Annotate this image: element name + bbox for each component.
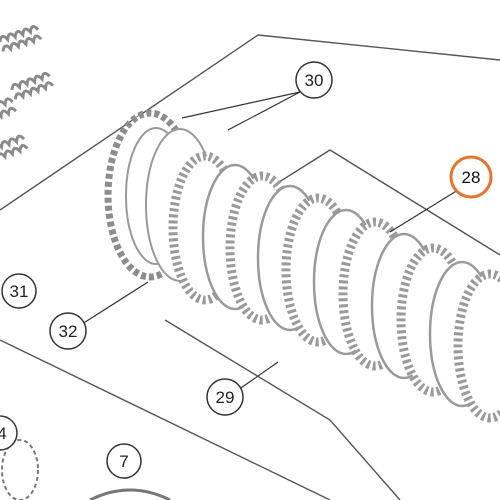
callout-32-label: 32 [59, 322, 78, 341]
callout-32: 32 [49, 312, 87, 350]
callout-31: 31 [1, 273, 37, 309]
spring-1 [0, 25, 43, 53]
clutch-plate-stack [104, 109, 500, 423]
callout-4: 4 [0, 415, 18, 451]
callout-30: 30 [295, 61, 333, 99]
callout-31-label: 31 [10, 282, 29, 301]
callout-30-label: 30 [305, 71, 324, 90]
spring-2 [10, 71, 55, 101]
friction-plate-6 [453, 269, 500, 423]
lower-parts [1, 439, 171, 500]
leader-lines [81, 91, 459, 391]
clutch-springs [0, 25, 55, 161]
callout-28: 28 [449, 155, 493, 199]
callout-7-label: 7 [119, 452, 128, 471]
spring-3 [0, 97, 18, 121]
washer-part [89, 488, 171, 500]
callout-28-label: 28 [462, 168, 481, 187]
friction-plates [168, 151, 500, 423]
callout-29-label: 29 [216, 388, 235, 407]
callout-7: 7 [106, 443, 142, 479]
callout-4-label: 4 [0, 424, 7, 443]
hub-part [1, 439, 39, 500]
spring-4 [0, 134, 29, 161]
callout-29: 29 [206, 378, 244, 416]
